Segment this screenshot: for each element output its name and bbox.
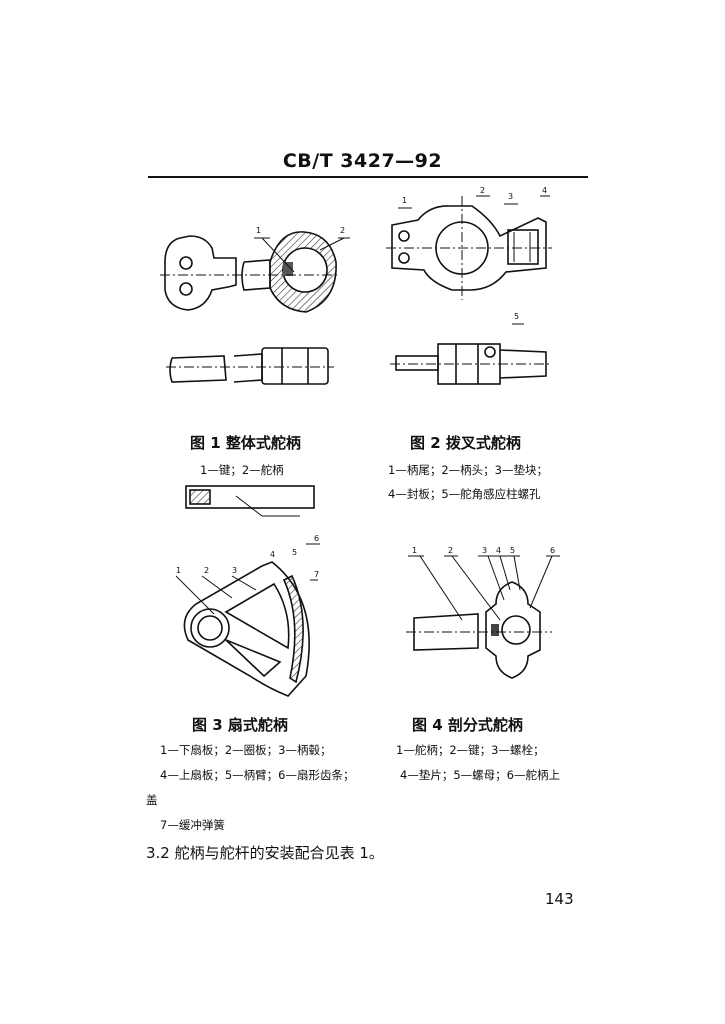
fig4-callout-5: 5 [510, 546, 516, 555]
fig2-callout-5: 5 [514, 312, 520, 321]
fig3-callout-5: 5 [292, 548, 298, 557]
fig2-callout-2: 2 [480, 186, 486, 195]
fig4-callout-4: 4 [496, 546, 502, 555]
fig2-plan-view [386, 196, 552, 300]
fig1-label-leaders [254, 237, 350, 273]
fig3-callout-6: 6 [314, 534, 320, 543]
fig2-callout-3: 3 [508, 192, 514, 201]
fig2-legend-line-2: 4—封板；5—舵角感应柱螺孔 [388, 487, 541, 501]
fig4-caption: 图 4 剖分式舵柄 [412, 716, 523, 734]
standard-code-header: CB/T 3427—92 [282, 150, 443, 172]
fig3-legend-line-2: 4—上扇板；5—柄臂；6—扇形齿条； [160, 768, 355, 782]
fig1-callout-1: 1 [256, 226, 262, 235]
fig3-callout-7: 7 [314, 570, 320, 579]
fig3-callout-3: 3 [232, 566, 238, 575]
fig3-caption: 图 3 扇式舵柄 [192, 716, 288, 734]
fig1-side-view [166, 347, 334, 385]
fig2-legend-line-1: 1—柄尾；2—柄头；3—垫块； [388, 463, 548, 477]
fig2-side-view [390, 343, 552, 385]
page-number: 143 [545, 890, 574, 908]
fig4-callout-2: 2 [448, 546, 454, 555]
fig4-callout-1: 1 [412, 546, 418, 555]
fig4-legend-wrap: 盖 [146, 793, 158, 807]
fig1-legend-line-1: 1—键；2—舵柄 [200, 463, 284, 477]
fig2-callout-4: 4 [542, 186, 548, 195]
fig1-callout-2: 2 [340, 226, 346, 235]
fig1-key-strip [185, 485, 315, 517]
fig2-label-leaders [398, 195, 550, 325]
fig4-split-tiller [406, 555, 560, 679]
header-rule [148, 176, 588, 178]
fig1-caption: 图 1 整体式舵柄 [190, 434, 301, 452]
section-3-2-text: 3.2 舵柄与舵杆的安装配合见表 1。 [146, 844, 384, 862]
fig4-legend-line-2: 4—垫片；5—螺母；6—舵柄上 [400, 768, 560, 782]
fig3-legend-line-3: 7—缓冲弹簧 [160, 818, 225, 832]
fig4-callout-3: 3 [482, 546, 488, 555]
fig4-legend-line-1: 1—舵柄；2—键；3—螺栓； [396, 743, 545, 757]
fig3-legend-line-1: 1—下扇板；2—圈板；3—柄毂； [160, 743, 332, 757]
fig1-plan-view [160, 231, 338, 313]
fig2-callout-1: 1 [402, 196, 408, 205]
fig3-callout-1: 1 [176, 566, 182, 575]
fig3-callout-2: 2 [204, 566, 210, 575]
fig3-callout-4: 4 [270, 550, 276, 559]
fig2-caption: 图 2 拨叉式舵柄 [410, 434, 521, 452]
fig4-callout-6: 6 [550, 546, 556, 555]
fig3-sector-tiller [175, 543, 320, 697]
